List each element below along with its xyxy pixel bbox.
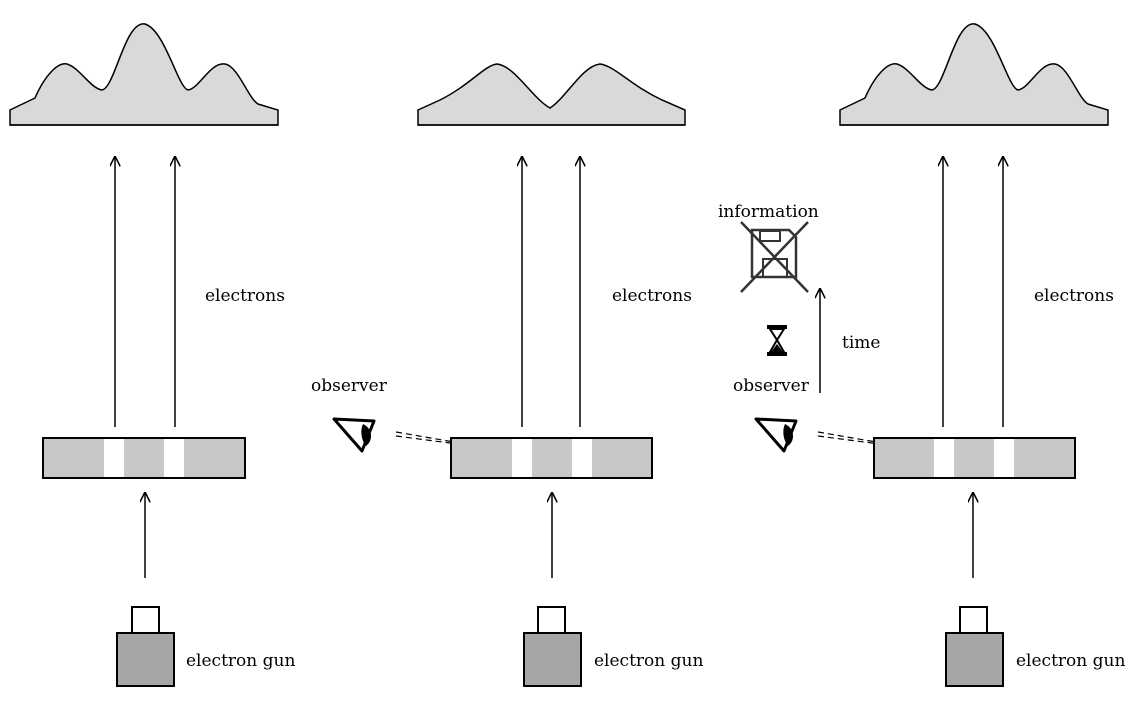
observer-label: observer bbox=[733, 376, 810, 396]
hourglass-icon bbox=[767, 325, 787, 356]
electron-gun-label: electron gun bbox=[1016, 651, 1125, 671]
floppy-disk-crossed-icon bbox=[740, 221, 809, 293]
time-label: time bbox=[842, 333, 880, 353]
panel-right: electrons information time observer bbox=[718, 23, 1125, 687]
eye-icon bbox=[332, 417, 376, 453]
eye-icon bbox=[754, 417, 798, 453]
observer-label: observer bbox=[311, 376, 388, 396]
information-label: information bbox=[718, 202, 819, 222]
electron-gun-label: electron gun bbox=[594, 651, 703, 671]
double-slit-panel bbox=[450, 437, 653, 479]
electron-gun bbox=[945, 606, 1004, 687]
interference-pattern bbox=[9, 23, 279, 126]
panel-middle: electrons observer electron gun bbox=[311, 63, 703, 687]
panel-left: electrons electron gun bbox=[9, 23, 295, 687]
two-band-pattern bbox=[417, 63, 686, 126]
double-slit-panel bbox=[873, 437, 1076, 479]
interference-pattern bbox=[839, 23, 1109, 126]
double-slit-panel bbox=[42, 437, 246, 479]
electrons-label: electrons bbox=[205, 286, 285, 306]
electron-gun bbox=[116, 606, 175, 687]
electrons-label: electrons bbox=[612, 286, 692, 306]
electrons-label: electrons bbox=[1034, 286, 1114, 306]
electron-gun-label: electron gun bbox=[186, 651, 295, 671]
electron-gun bbox=[523, 606, 582, 687]
